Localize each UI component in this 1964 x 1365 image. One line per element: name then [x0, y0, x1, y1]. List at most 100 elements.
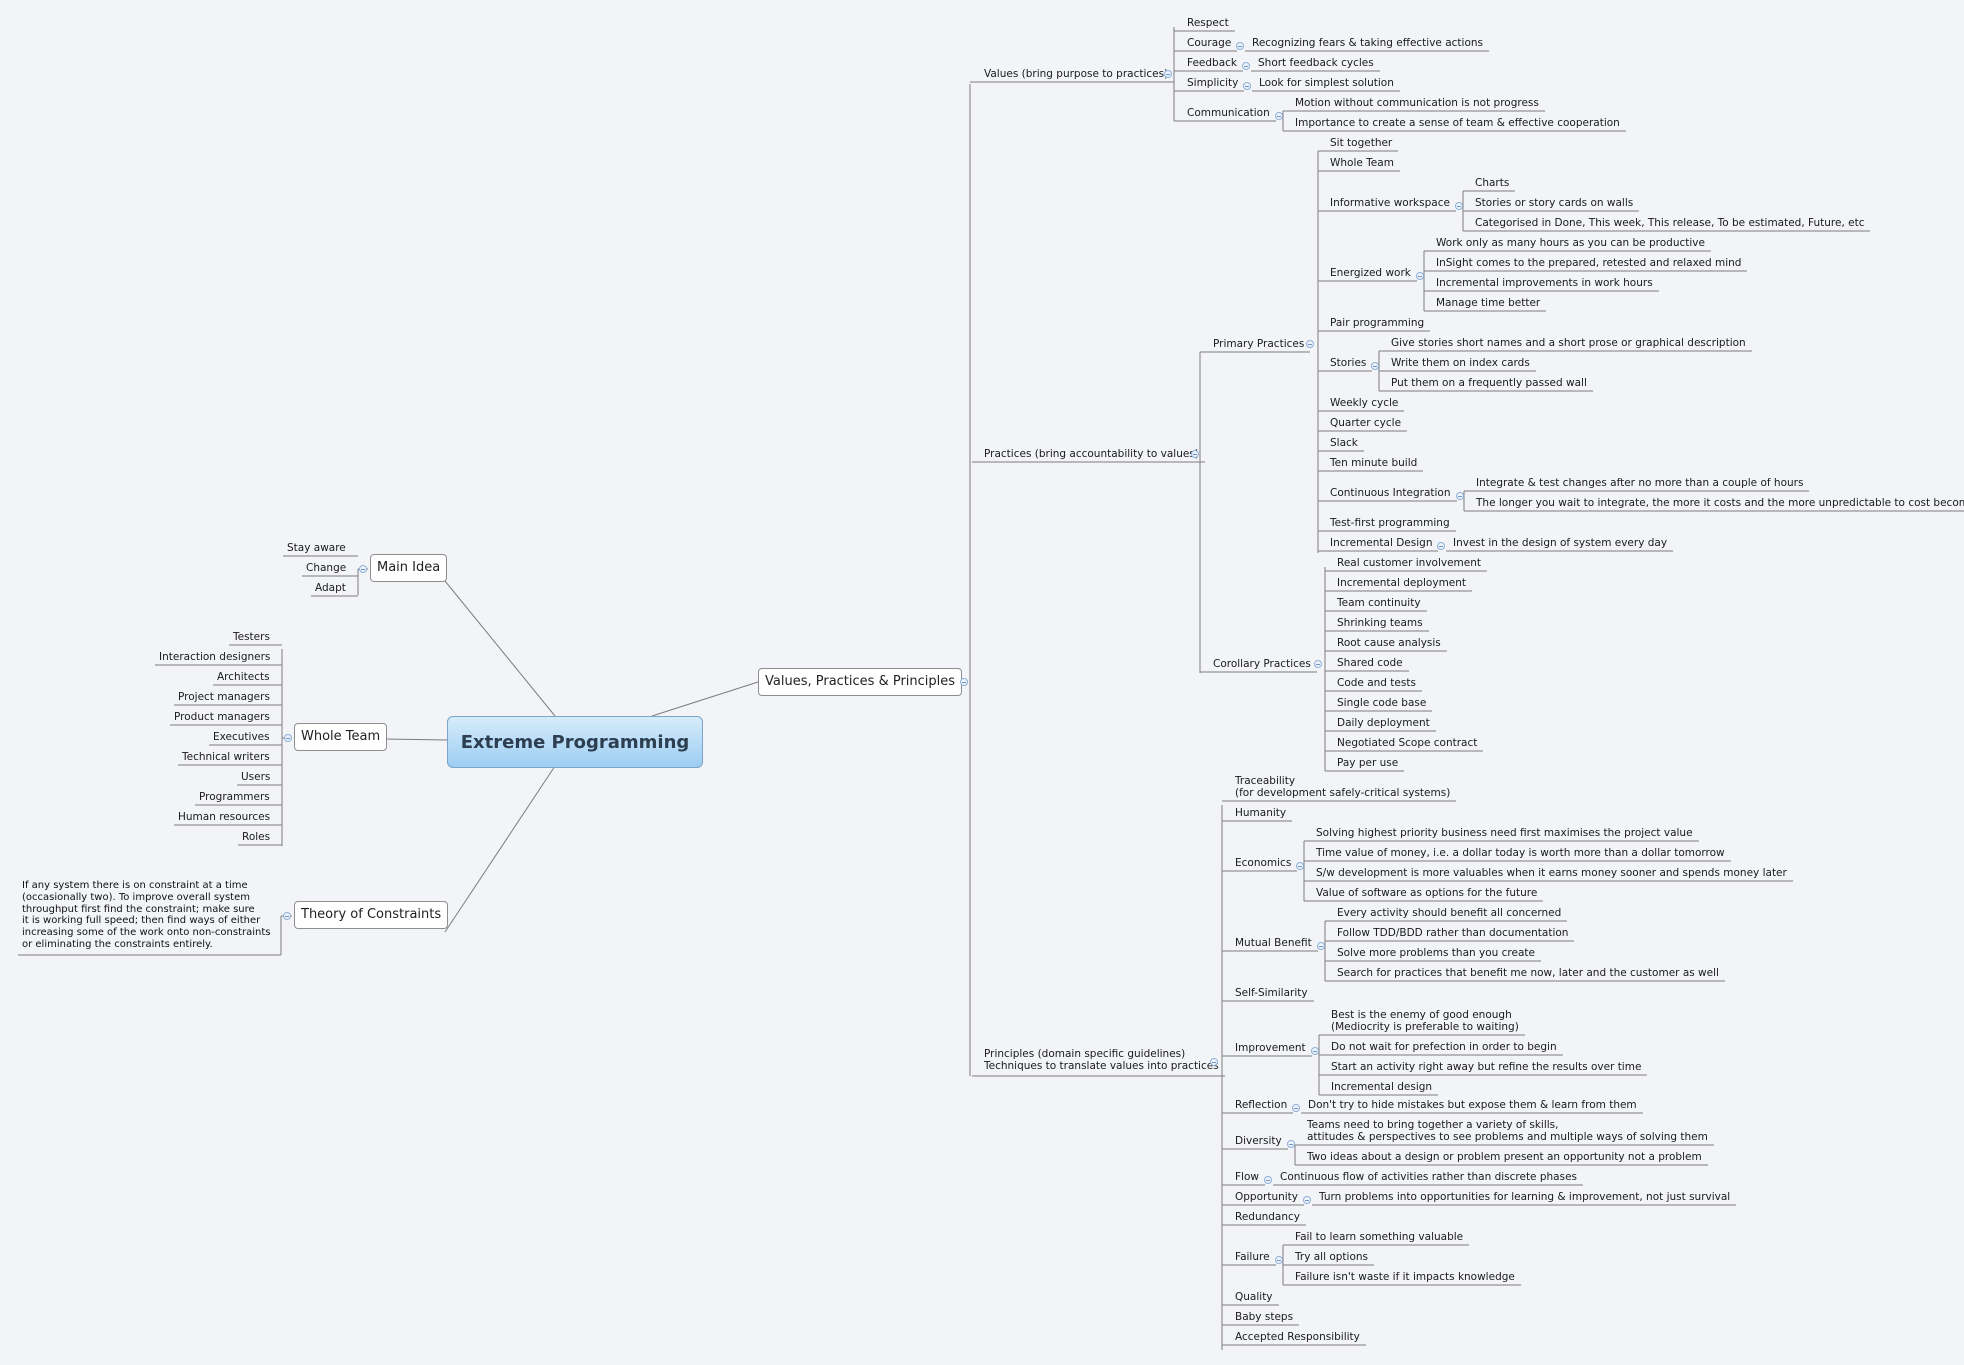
principle-failure[interactable]: Failure: [1235, 1251, 1270, 1263]
collapse-toggle-icon[interactable]: [284, 734, 292, 742]
corollary-single-code-base[interactable]: Single code base: [1337, 697, 1427, 709]
collapse-toggle-icon[interactable]: [359, 565, 367, 573]
corollary-team-continuity[interactable]: Team continuity: [1337, 597, 1421, 609]
principle-mutual-benefit[interactable]: Mutual Benefit: [1235, 937, 1312, 949]
collapse-toggle-icon[interactable]: [1314, 660, 1322, 668]
collapse-toggle-icon[interactable]: [1455, 202, 1463, 210]
whole-team-roles[interactable]: Roles: [242, 831, 271, 843]
principle-traceability-for-development-safely-crit[interactable]: Traceability (for development safely-cri…: [1235, 775, 1451, 799]
principle-detail-don-t-try-to-hide-mistakes-but-expose-th[interactable]: Don't try to hide mistakes but expose th…: [1308, 1099, 1637, 1111]
principle-diversity[interactable]: Diversity: [1235, 1135, 1282, 1147]
values-courage[interactable]: Courage: [1187, 37, 1232, 49]
collapse-toggle-icon[interactable]: [1264, 1176, 1272, 1184]
branch-main-idea[interactable]: Main Idea: [370, 554, 448, 582]
collapse-toggle-icon[interactable]: [1296, 862, 1304, 870]
collapse-toggle-icon[interactable]: [1317, 942, 1325, 950]
primary-detail-work-only-as-many-hours-as-you-can-be-pr[interactable]: Work only as many hours as you can be pr…: [1436, 237, 1705, 249]
principle-redundancy[interactable]: Redundancy: [1235, 1211, 1300, 1223]
corollary-daily-deployment[interactable]: Daily deployment: [1337, 717, 1430, 729]
corollary-incremental-deployment[interactable]: Incremental deployment: [1337, 577, 1467, 589]
principle-reflection[interactable]: Reflection: [1235, 1099, 1288, 1111]
whole-team-programmers[interactable]: Programmers: [199, 791, 270, 803]
principle-opportunity[interactable]: Opportunity: [1235, 1191, 1299, 1203]
corollary-negotiated-scope-contract[interactable]: Negotiated Scope contract: [1337, 737, 1478, 749]
corollary-practices-title[interactable]: Corollary Practices: [1213, 658, 1311, 670]
collapse-toggle-icon[interactable]: [1306, 340, 1314, 348]
principle-detail-start-an-activity-right-away-but-refine-[interactable]: Start an activity right away but refine …: [1331, 1061, 1642, 1073]
values-detail-importance-to-create-a-sense-of-team-eff[interactable]: Importance to create a sense of team & e…: [1295, 117, 1620, 129]
principle-detail-value-of-software-as-options-for-the-fut[interactable]: Value of software as options for the fut…: [1316, 887, 1538, 899]
values-respect[interactable]: Respect: [1187, 17, 1229, 29]
primary-stories[interactable]: Stories: [1330, 357, 1367, 369]
corollary-pay-per-use[interactable]: Pay per use: [1337, 757, 1399, 769]
values-detail-motion-without-communication-is-not-prog[interactable]: Motion without communication is not prog…: [1295, 97, 1539, 109]
principle-detail-continuous-flow-of-activities-rather-tha[interactable]: Continuous flow of activities rather tha…: [1280, 1171, 1578, 1183]
corollary-shrinking-teams[interactable]: Shrinking teams: [1337, 617, 1423, 629]
values-detail-short-feedback-cycles[interactable]: Short feedback cycles: [1258, 57, 1374, 69]
principle-detail-teams-need-to-bring-together-a-variety-o[interactable]: Teams need to bring together a variety o…: [1307, 1119, 1708, 1143]
principle-detail-follow-tdd-bdd-rather-than-documentation[interactable]: Follow TDD/BDD rather than documentation: [1337, 927, 1569, 939]
collapse-toggle-icon[interactable]: [1243, 82, 1251, 90]
values-detail-recognizing-fears-taking-effective-actio[interactable]: Recognizing fears & taking effective act…: [1252, 37, 1484, 49]
primary-detail-give-stories-short-names-and-a-short-pro[interactable]: Give stories short names and a short pro…: [1391, 337, 1746, 349]
whole-team-human-resources[interactable]: Human resources: [178, 811, 271, 823]
principle-detail-solving-highest-priority-business-need-f[interactable]: Solving highest priority business need f…: [1316, 827, 1693, 839]
principle-detail-try-all-options[interactable]: Try all options: [1295, 1251, 1369, 1263]
primary-detail-put-them-on-a-frequently-passed-wall[interactable]: Put them on a frequently passed wall: [1391, 377, 1587, 389]
primary-detail-insight-comes-to-the-prepared-retested-a[interactable]: InSight comes to the prepared, retested …: [1436, 257, 1742, 269]
branch-whole-team[interactable]: Whole Team: [294, 723, 388, 751]
principle-humanity[interactable]: Humanity: [1235, 807, 1287, 819]
collapse-toggle-icon[interactable]: [1292, 1104, 1300, 1112]
primary-quarter-cycle[interactable]: Quarter cycle: [1330, 417, 1402, 429]
principle-detail-search-for-practices-that-benefit-me-now[interactable]: Search for practices that benefit me now…: [1337, 967, 1719, 979]
primary-weekly-cycle[interactable]: Weekly cycle: [1330, 397, 1399, 409]
primary-sit-together[interactable]: Sit together: [1330, 137, 1393, 149]
main-idea-stay-aware[interactable]: Stay aware: [287, 542, 346, 554]
primary-whole-team[interactable]: Whole Team: [1330, 157, 1394, 169]
primary-ten-minute-build[interactable]: Ten minute build: [1330, 457, 1418, 469]
primary-detail-stories-or-story-cards-on-walls[interactable]: Stories or story cards on walls: [1475, 197, 1634, 209]
primary-incremental-design[interactable]: Incremental Design: [1330, 537, 1433, 549]
principle-detail-solve-more-problems-than-you-create[interactable]: Solve more problems than you create: [1337, 947, 1535, 959]
primary-detail-manage-time-better[interactable]: Manage time better: [1436, 297, 1541, 309]
collapse-toggle-icon[interactable]: [960, 678, 968, 686]
principle-detail-failure-isn-t-waste-if-it-impacts-knowle[interactable]: Failure isn't waste if it impacts knowle…: [1295, 1271, 1515, 1283]
collapse-toggle-icon[interactable]: [1242, 62, 1250, 70]
principle-detail-two-ideas-about-a-design-or-problem-pres[interactable]: Two ideas about a design or problem pres…: [1307, 1151, 1702, 1163]
principle-quality[interactable]: Quality: [1235, 1291, 1273, 1303]
main-idea-adapt[interactable]: Adapt: [315, 582, 346, 594]
whole-team-technical-writers[interactable]: Technical writers: [182, 751, 270, 763]
practices-title[interactable]: Practices (bring accountability to value…: [984, 448, 1199, 460]
collapse-toggle-icon[interactable]: [1275, 1256, 1283, 1264]
collapse-toggle-icon[interactable]: [283, 912, 291, 920]
main-idea-change[interactable]: Change: [306, 562, 347, 574]
principle-improvement[interactable]: Improvement: [1235, 1042, 1306, 1054]
whole-team-architects[interactable]: Architects: [217, 671, 270, 683]
principle-economics[interactable]: Economics: [1235, 857, 1292, 869]
principle-detail-do-not-wait-for-prefection-in-order-to-b[interactable]: Do not wait for prefection in order to b…: [1331, 1041, 1557, 1053]
primary-detail-categorised-in-done-this-week-this-relea[interactable]: Categorised in Done, This week, This rel…: [1475, 217, 1865, 229]
primary-energized-work[interactable]: Energized work: [1330, 267, 1411, 279]
corollary-real-customer-involvement[interactable]: Real customer involvement: [1337, 557, 1482, 569]
primary-slack[interactable]: Slack: [1330, 437, 1358, 449]
principle-accepted-responsibility[interactable]: Accepted Responsibility: [1235, 1331, 1360, 1343]
primary-detail-incremental-improvements-in-work-hours[interactable]: Incremental improvements in work hours: [1436, 277, 1653, 289]
principles-title[interactable]: Principles (domain specific guidelines) …: [984, 1048, 1219, 1072]
whole-team-project-managers[interactable]: Project managers: [178, 691, 270, 703]
primary-continuous-integration[interactable]: Continuous Integration: [1330, 487, 1451, 499]
principle-detail-every-activity-should-benefit-all-concer[interactable]: Every activity should benefit all concer…: [1337, 907, 1562, 919]
primary-detail-invest-in-the-design-of-system-every-day[interactable]: Invest in the design of system every day: [1453, 537, 1668, 549]
branch-theory-of-constraints[interactable]: Theory of Constraints: [294, 901, 449, 929]
primary-detail-the-longer-you-wait-to-integrate-the-mor[interactable]: The longer you wait to integrate, the mo…: [1476, 497, 1964, 509]
branch-values-practices-principles[interactable]: Values, Practices & Principles: [758, 668, 963, 696]
primary-detail-integrate-test-changes-after-no-more-tha[interactable]: Integrate & test changes after no more t…: [1476, 477, 1804, 489]
principle-self-similarity[interactable]: Self-Similarity: [1235, 987, 1308, 999]
principle-detail-s-w-development-is-more-valuables-when-i[interactable]: S/w development is more valuables when i…: [1316, 867, 1787, 879]
primary-detail-charts[interactable]: Charts: [1475, 177, 1510, 189]
collapse-toggle-icon[interactable]: [1210, 1058, 1218, 1066]
corollary-root-cause-analysis[interactable]: Root cause analysis: [1337, 637, 1441, 649]
collapse-toggle-icon[interactable]: [1191, 450, 1199, 458]
values-feedback[interactable]: Feedback: [1187, 57, 1238, 69]
corollary-code-and-tests[interactable]: Code and tests: [1337, 677, 1416, 689]
principle-detail-turn-problems-into-opportunities-for-lea[interactable]: Turn problems into opportunities for lea…: [1319, 1191, 1731, 1203]
